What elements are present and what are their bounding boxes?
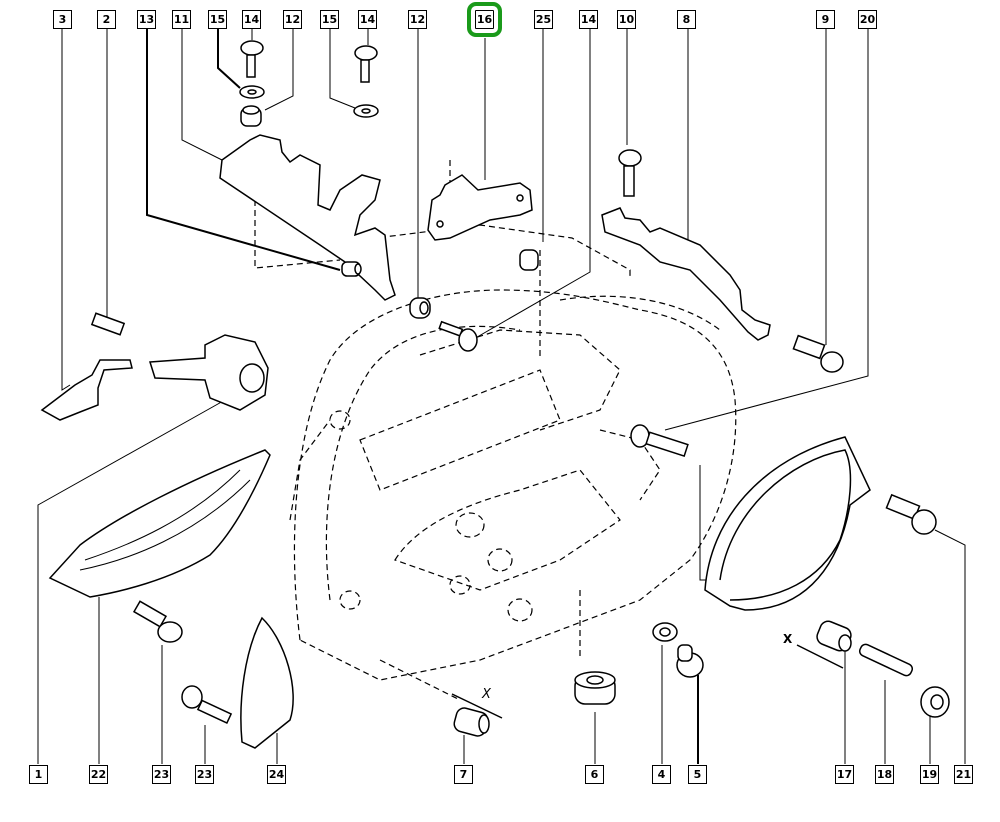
bolt-14a <box>240 40 264 78</box>
callout-7[interactable]: 7 <box>454 765 473 784</box>
leader-13 <box>146 28 341 271</box>
dimension-label-7: X <box>481 687 492 702</box>
leader-15b <box>329 28 356 109</box>
bolt-14b <box>354 45 378 83</box>
callout-3[interactable]: 3 <box>53 10 72 29</box>
callout-2[interactable]: 2 <box>97 10 116 29</box>
callout-4[interactable]: 4 <box>652 765 671 784</box>
dimension-arrow-17 <box>796 644 844 669</box>
leader-14c <box>471 28 591 341</box>
shield-ribs <box>79 469 251 571</box>
drain-plug-5 <box>676 644 704 678</box>
callout-12[interactable]: 12 <box>283 10 302 29</box>
callout-23[interactable]: 23 <box>195 765 214 784</box>
leader-12a <box>264 28 294 111</box>
callout-24[interactable]: 24 <box>267 765 286 784</box>
callout-16-selected[interactable]: 16 <box>467 2 502 37</box>
callout-10[interactable]: 10 <box>617 10 636 29</box>
dimension-label-17: X <box>783 632 793 646</box>
callout-17[interactable]: 17 <box>835 765 854 784</box>
left-bracket <box>219 134 396 301</box>
bolt-2 <box>90 312 126 336</box>
callout-8[interactable]: 8 <box>677 10 696 29</box>
bolt-23b <box>181 685 233 725</box>
parts <box>40 40 950 749</box>
bushing-6 <box>574 671 616 705</box>
callout-14[interactable]: 14 <box>242 10 261 29</box>
bolt-10 <box>618 149 642 197</box>
bolt-23a <box>132 600 183 643</box>
leader-3 <box>61 28 71 391</box>
callout-12[interactable]: 12 <box>408 10 427 29</box>
leader-20 <box>664 28 869 431</box>
callout-23[interactable]: 23 <box>152 765 171 784</box>
callout-21[interactable]: 21 <box>954 765 973 784</box>
sleeve-17 <box>816 620 852 652</box>
grommet-12a <box>240 105 262 127</box>
callout-1[interactable]: 1 <box>29 765 48 784</box>
callout-15[interactable]: 15 <box>320 10 339 29</box>
sleeve-7 <box>453 707 490 737</box>
nut-19 <box>920 686 950 718</box>
grommet-12b <box>409 297 431 319</box>
washer-15a <box>239 85 265 99</box>
washer-15b <box>353 104 379 118</box>
spacer-13 <box>341 261 362 277</box>
leader-lines <box>37 28 966 764</box>
callout-19[interactable]: 19 <box>920 765 939 784</box>
bolt-21 <box>885 493 937 535</box>
callout-6[interactable]: 6 <box>585 765 604 784</box>
cover-inner <box>719 449 852 601</box>
callout-14[interactable]: 14 <box>579 10 598 29</box>
leader-1 <box>37 399 226 764</box>
bolt-20 <box>630 424 689 458</box>
leader-11 <box>181 28 223 161</box>
callout-22[interactable]: 22 <box>89 765 108 784</box>
callout-13[interactable]: 13 <box>137 10 156 29</box>
slave-cylinder-1 <box>149 334 269 411</box>
callout-9[interactable]: 9 <box>816 10 835 29</box>
callout-14[interactable]: 14 <box>358 10 377 29</box>
bracket-hole <box>516 194 524 202</box>
leader-15a <box>217 28 241 89</box>
washer-4 <box>652 622 678 642</box>
lower-shield-22 <box>48 449 271 598</box>
callout-5[interactable]: 5 <box>688 765 707 784</box>
dimension-marks: X X <box>451 632 844 719</box>
callout-11[interactable]: 11 <box>172 10 191 29</box>
bolt-14c <box>438 320 478 352</box>
bolt-9 <box>792 334 844 373</box>
connector-pipe-3 <box>40 359 133 421</box>
cylinder-bore <box>239 363 265 393</box>
dimension-arrow-7 <box>451 693 503 719</box>
callout-20[interactable]: 20 <box>858 10 877 29</box>
callout-25[interactable]: 25 <box>534 10 553 29</box>
callout-18[interactable]: 18 <box>875 765 894 784</box>
callout-15[interactable]: 15 <box>208 10 227 29</box>
stud-18 <box>858 643 914 677</box>
right-bracket-8 <box>601 207 771 341</box>
support-bracket-16 <box>427 174 533 241</box>
cover-plate <box>704 436 871 611</box>
buffer-25 <box>519 249 539 271</box>
side-shield-24 <box>240 616 294 749</box>
leader-21 <box>934 529 966 764</box>
bracket-hole <box>436 220 444 228</box>
